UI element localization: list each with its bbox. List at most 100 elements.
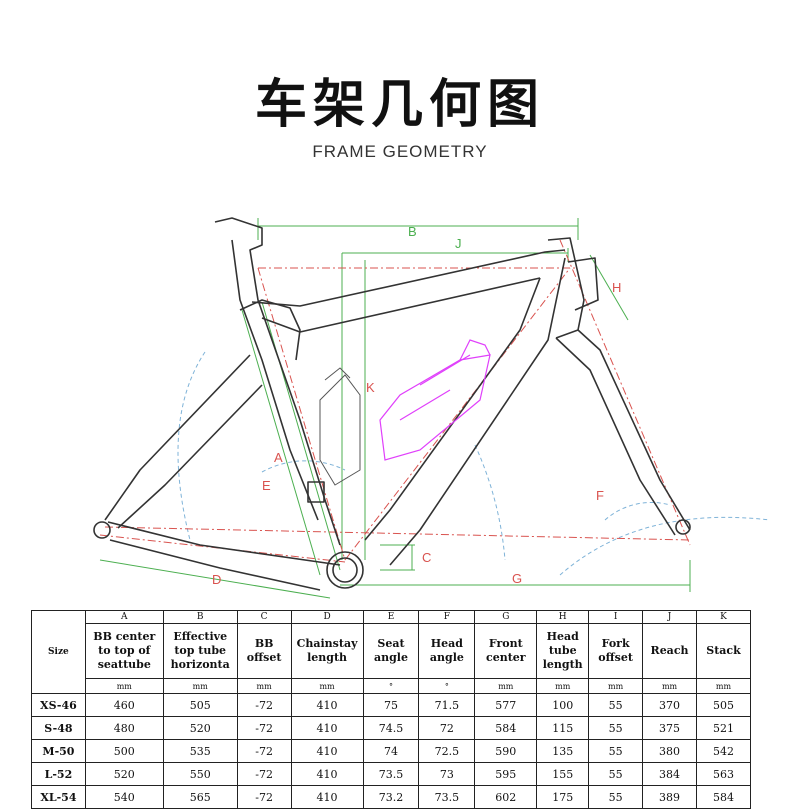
value-cell: -72 — [236, 739, 292, 763]
value-cell: -72 — [236, 762, 292, 786]
value-cell: 410 — [290, 739, 364, 763]
value-cell: -72 — [236, 716, 292, 740]
value-cell: 389 — [642, 785, 697, 809]
value-cell: 590 — [474, 739, 538, 763]
value-cell: -72 — [236, 693, 292, 717]
value-cell: 480 — [84, 716, 164, 740]
label-b: B — [408, 224, 417, 239]
value-cell: 55 — [588, 739, 644, 763]
column-header-cell: Reach — [642, 623, 697, 679]
value-cell: 55 — [588, 716, 644, 740]
angle-arcs — [177, 351, 771, 576]
size-cell: XL-54 — [31, 785, 86, 809]
label-d: D — [212, 572, 221, 587]
value-cell: 520 — [84, 762, 164, 786]
value-cell: 410 — [290, 693, 364, 717]
value-cell: 74 — [362, 739, 420, 763]
size-header-cell: Size — [31, 610, 86, 694]
page-subtitle: FRAME GEOMETRY — [312, 142, 488, 161]
column-unit-cell: mm — [642, 678, 697, 694]
column-header-cell: Stack — [696, 623, 751, 679]
dimension-labels: B J H K A E F C D G — [212, 224, 621, 587]
value-cell: 410 — [290, 762, 364, 786]
column-unit-cell: mm — [162, 678, 238, 694]
value-cell: 542 — [696, 739, 751, 763]
column-unit-cell: mm — [536, 678, 590, 694]
frame-geometry-diagram: B J H K A E F C D G — [93, 217, 771, 599]
value-cell: 115 — [536, 716, 590, 740]
value-cell: 73.2 — [362, 785, 420, 809]
page-title: 车架几何图 — [254, 75, 545, 135]
column-letter-cell: C — [236, 610, 292, 624]
value-cell: 384 — [642, 762, 697, 786]
size-cell: M-50 — [31, 739, 86, 763]
value-cell: 73.5 — [418, 785, 476, 809]
column-unit-cell: mm — [84, 678, 164, 694]
bottle-outline-grey — [319, 367, 361, 486]
label-k: K — [366, 380, 375, 395]
column-unit-cell: mm — [290, 678, 364, 694]
value-cell: -72 — [236, 785, 292, 809]
column-letter-cell: A — [84, 610, 164, 624]
value-cell: 521 — [696, 716, 751, 740]
label-h: H — [612, 280, 621, 295]
label-a: A — [274, 450, 283, 465]
column-letter-cell: K — [696, 610, 751, 624]
value-cell: 410 — [290, 716, 364, 740]
label-j: J — [455, 236, 462, 251]
column-letter-cell: J — [642, 610, 697, 624]
value-cell: 75 — [362, 693, 420, 717]
value-cell: 100 — [536, 693, 590, 717]
column-letter-cell: D — [290, 610, 364, 624]
column-letter-cell: B — [162, 610, 238, 624]
value-cell: 584 — [474, 716, 538, 740]
value-cell: 380 — [642, 739, 697, 763]
value-cell: 74.5 — [362, 716, 420, 740]
value-cell: 72 — [418, 716, 476, 740]
value-cell: 55 — [588, 762, 644, 786]
value-cell: 175 — [536, 785, 590, 809]
value-cell: 370 — [642, 693, 697, 717]
column-unit-cell: mm — [474, 678, 538, 694]
value-cell: 550 — [162, 762, 238, 786]
value-cell: 535 — [162, 739, 238, 763]
column-letter-cell: I — [588, 610, 644, 624]
value-cell: 563 — [696, 762, 751, 786]
value-cell: 135 — [536, 739, 590, 763]
column-unit-cell: mm — [236, 678, 292, 694]
bottle-outline-pink — [379, 339, 491, 461]
value-cell: 460 — [84, 693, 164, 717]
column-letter-cell: E — [362, 610, 420, 624]
size-cell: S-48 — [31, 716, 86, 740]
column-letter-cell: F — [418, 610, 476, 624]
value-cell: 577 — [474, 693, 538, 717]
value-cell: 55 — [588, 693, 644, 717]
frame-outline — [93, 217, 691, 591]
value-cell: 505 — [696, 693, 751, 717]
value-cell: 540 — [84, 785, 164, 809]
value-cell: 73.5 — [362, 762, 420, 786]
value-cell: 155 — [536, 762, 590, 786]
value-cell: 565 — [162, 785, 238, 809]
label-f: F — [596, 488, 604, 503]
value-cell: 602 — [474, 785, 538, 809]
value-cell: 71.5 — [418, 693, 476, 717]
label-e: E — [262, 478, 271, 493]
value-cell: 55 — [588, 785, 644, 809]
